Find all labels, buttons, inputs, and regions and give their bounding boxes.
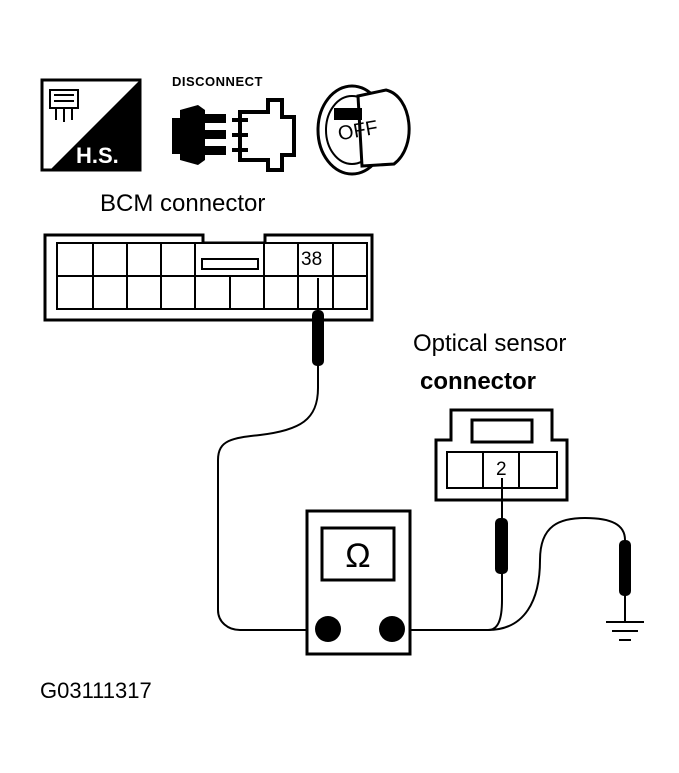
ground-probe	[619, 540, 631, 622]
optical-sensor-label-line2: connector	[420, 368, 537, 395]
test-leads	[217, 387, 626, 631]
ground-symbol	[606, 621, 644, 641]
disconnect-icon-label: DISCONNECT	[172, 74, 263, 89]
optical-sensor-label-line1: Optical sensor	[413, 330, 567, 357]
bcm-connector-label: BCM connector	[100, 190, 266, 217]
optical-sensor-connector	[434, 408, 569, 502]
figure-id: G03111317	[40, 678, 152, 703]
ohm-symbol: Ω	[345, 537, 370, 575]
bcm-connector	[43, 233, 374, 322]
hs-icon-label: H.S.	[76, 143, 119, 168]
optical-pin-label: 2	[496, 459, 507, 480]
bcm-pin-label: 38	[301, 249, 323, 270]
bcm-probe	[312, 278, 324, 388]
ohmmeter	[305, 509, 412, 656]
disconnect-icon	[172, 98, 296, 172]
ignition-off-icon	[316, 84, 411, 176]
harness-side-icon	[40, 78, 142, 172]
optical-probe	[495, 478, 508, 574]
